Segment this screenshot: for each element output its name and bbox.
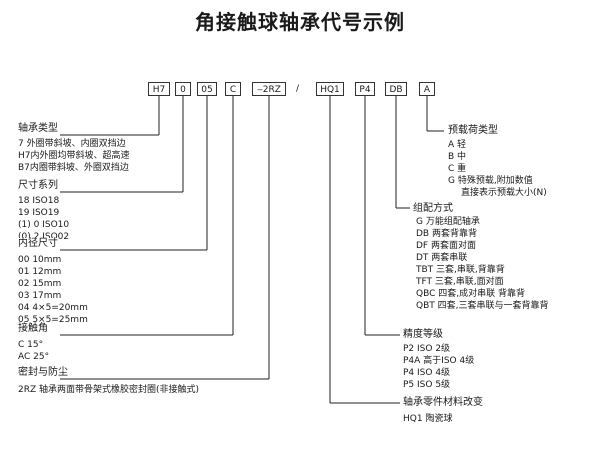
bore-title: 内径尺寸	[18, 238, 58, 250]
bore-item: 02 15mm	[18, 279, 62, 289]
code-a: A	[419, 82, 435, 96]
bore-item: 00 10mm	[18, 255, 62, 265]
code-hq1: HQ1	[316, 82, 344, 96]
arrangement-item: TBT 三套,串联,背靠背	[416, 265, 505, 275]
code-db: DB	[385, 82, 407, 96]
type-item: 7 外圈带斜坡、内圈双挡边	[18, 139, 126, 149]
code-2rz: ‒2RZ	[252, 82, 286, 96]
preload-item: C 重	[448, 164, 467, 174]
seal-title: 密封与防尘	[18, 367, 68, 378]
bore-item: 05 5×5=25mm	[18, 315, 88, 325]
size-series-item: 18 ISO18	[18, 196, 60, 206]
arrangement-item: TFT 三套,串联,面对面	[416, 277, 504, 287]
code-05: 05	[197, 82, 217, 96]
bore-item: 01 12mm	[18, 267, 62, 277]
preload-item: G 特殊预载,附加数值	[448, 176, 533, 186]
page-title: 角接触球轴承代号示例	[195, 10, 405, 34]
code-separator: /	[296, 84, 300, 94]
arrangement-item: G 万能组配轴承	[416, 217, 480, 227]
arrangement-item: QBT 四套,三套串联与一套背靠背	[416, 301, 549, 311]
bore-item: 04 4×5=20mm	[18, 303, 88, 313]
preload-item: B 中	[448, 152, 467, 162]
preload-item: A 轻	[448, 140, 467, 150]
arrangement-item: QBC 四套,成对串联 背靠背	[416, 289, 525, 299]
type-item: B7内圈带斜坡、外圈双挡边	[18, 163, 129, 173]
code-c: C	[225, 82, 241, 96]
code-0: 0	[175, 82, 191, 96]
precision-item: P2 ISO 2级	[403, 344, 451, 354]
size-series-item: (1) 0 ISO10	[18, 220, 70, 230]
arrangement-title: 组配方式	[413, 203, 453, 214]
precision-item: P4A 高于ISO 4级	[403, 356, 475, 366]
material-item: HQ1 陶瓷球	[403, 414, 453, 424]
code-p4: P4	[355, 82, 375, 96]
seal-item: 2RZ 轴承两面带骨架式橡胶密封圈(非接触式)	[18, 385, 200, 395]
precision-title: 精度等级	[403, 329, 443, 340]
size-series-item: 19 ISO19	[18, 208, 60, 218]
precision-item: P5 ISO 5级	[403, 380, 451, 390]
angle-title: 接触角	[18, 323, 48, 334]
angle-item: AC 25°	[18, 352, 50, 362]
size-series-title: 尺寸系列	[18, 180, 58, 191]
type-title: 轴承类型	[18, 123, 58, 134]
arrangement-item: DF 两套面对面	[416, 241, 476, 251]
code-h7: H7	[148, 82, 170, 96]
material-title: 轴承零件材料改变	[403, 397, 483, 408]
precision-item: P4 ISO 4级	[403, 368, 451, 378]
preload-title: 预载荷类型	[448, 125, 498, 136]
preload-item: 直接表示预载大小(N)	[461, 188, 547, 198]
type-item: H7内外圈均带斜坡、超高速	[18, 151, 130, 161]
arrangement-item: DB 两套背靠背	[416, 229, 477, 239]
size-series-item: (0) 2 ISO02	[18, 232, 70, 242]
bore-item: 03 17mm	[18, 291, 62, 301]
angle-item: C 15°	[18, 340, 44, 350]
arrangement-item: DT 两套串联	[416, 253, 468, 263]
